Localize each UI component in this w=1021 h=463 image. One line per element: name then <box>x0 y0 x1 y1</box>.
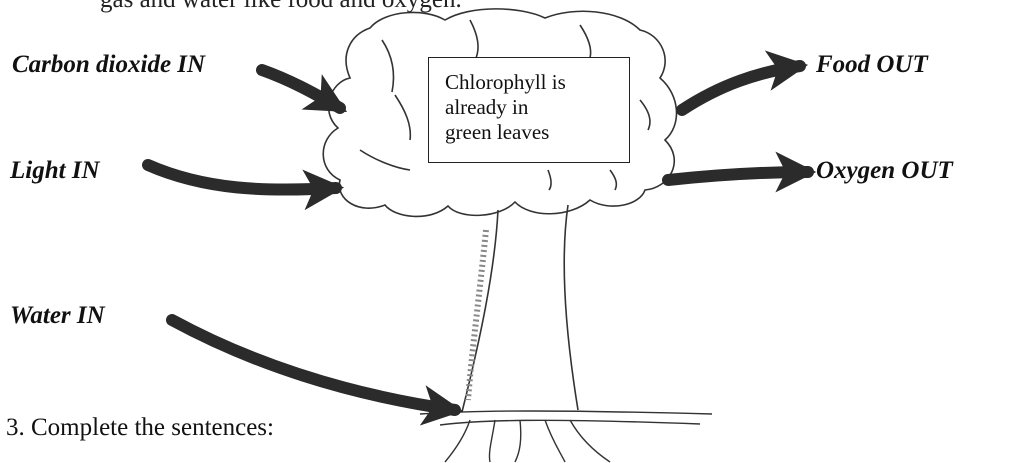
question-prompt: 3. Complete the sentences: <box>6 414 274 442</box>
chlorophyll-note-box: Chlorophyll is already in green leaves <box>428 57 630 163</box>
food-out-label: Food OUT <box>816 52 928 77</box>
oxygen-out-label: Oxygen OUT <box>816 158 953 183</box>
water-in-arrow <box>172 320 455 410</box>
carbon-dioxide-in-arrow <box>262 70 340 108</box>
chlorophyll-note-line-1: Chlorophyll is <box>445 70 619 95</box>
tree-roots <box>420 411 712 462</box>
chlorophyll-note-line-2: already in <box>445 95 619 120</box>
chlorophyll-note-line-3: green leaves <box>445 120 619 145</box>
light-in-label: Light IN <box>10 158 100 183</box>
tree-trunk <box>462 205 578 412</box>
food-out-arrow <box>682 66 800 110</box>
carbon-dioxide-in-label: Carbon dioxide IN <box>12 52 205 77</box>
light-in-arrow <box>148 165 336 190</box>
oxygen-out-arrow <box>668 172 808 180</box>
water-in-label: Water IN <box>10 303 105 328</box>
